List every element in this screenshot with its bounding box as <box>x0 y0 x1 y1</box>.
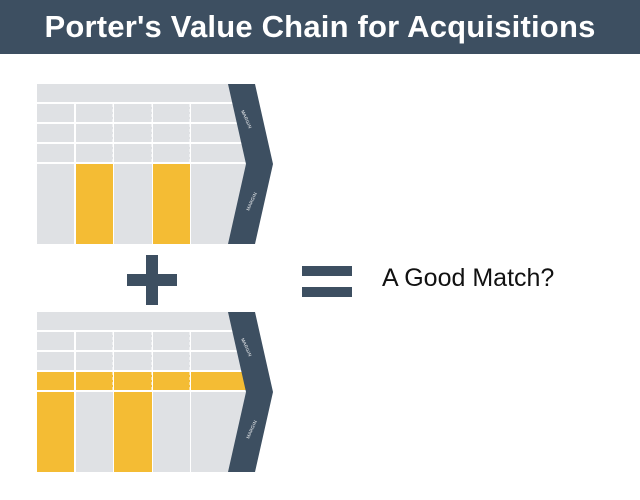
support-row-3-cell-4 <box>153 144 190 162</box>
support-row-1-cell-5 <box>191 332 247 350</box>
primary-activity-3 <box>114 392 152 472</box>
support-row-2-cell-3 <box>114 124 152 142</box>
value-chain-company-a: MARGIN MARGIN <box>0 84 640 244</box>
support-row-3-cell-5 <box>191 144 247 162</box>
primary-activities-b <box>37 392 247 472</box>
title-bar: Porter's Value Chain for Acquisitions <box>0 0 640 54</box>
support-row-1-cell-4 <box>153 104 190 122</box>
support-row-3-cell-3 <box>114 144 152 162</box>
support-row-2-cell-3 <box>114 352 152 370</box>
support-row-1-cell-2 <box>76 104 113 122</box>
support-row-2-cell-1 <box>37 352 74 370</box>
support-row-2-cell-2 <box>76 124 113 142</box>
primary-activity-1 <box>37 164 74 244</box>
equals-top-bar <box>302 266 352 276</box>
support-row-2-cell-4 <box>153 124 190 142</box>
value-chain-company-b: MARGIN MARGIN <box>0 312 640 472</box>
margin-arrow-b <box>228 312 273 472</box>
support-row-infrastructure <box>37 312 246 330</box>
primary-activity-4 <box>153 392 190 472</box>
primary-activities-a <box>37 164 247 244</box>
support-row-1-cell-3 <box>114 332 152 350</box>
margin-arrow-a <box>228 84 273 244</box>
result-question: A Good Match? <box>382 264 555 292</box>
value-chain-a-diagram: MARGIN MARGIN <box>37 84 273 244</box>
page-title: Porter's Value Chain for Acquisitions <box>44 9 596 44</box>
support-row-2-cell-1 <box>37 124 74 142</box>
support-row-3-cell-1 <box>37 372 74 390</box>
support-row-infrastructure <box>37 84 246 102</box>
support-activities-b <box>37 312 247 390</box>
plus-vertical-bar <box>146 255 158 305</box>
support-row-1-cell-5 <box>191 104 247 122</box>
support-row-3-cell-2 <box>76 144 113 162</box>
equals-bottom-bar <box>302 287 352 297</box>
support-row-3-cell-2 <box>76 372 113 390</box>
support-row-3-cell-3 <box>114 372 152 390</box>
support-row-2-cell-4 <box>153 352 190 370</box>
primary-activity-3 <box>114 164 152 244</box>
primary-activity-4 <box>153 164 190 244</box>
plus-icon <box>127 255 177 305</box>
support-row-2-cell-5 <box>191 352 247 370</box>
equals-icon <box>302 266 352 297</box>
support-row-1-cell-1 <box>37 104 74 122</box>
support-row-3-cell-5 <box>191 372 247 390</box>
value-chain-b-diagram: MARGIN MARGIN <box>37 312 273 472</box>
support-activities-a <box>37 84 247 162</box>
support-row-1-cell-1 <box>37 332 74 350</box>
support-row-3-cell-4 <box>153 372 190 390</box>
support-row-1-cell-2 <box>76 332 113 350</box>
support-row-2-cell-5 <box>191 124 247 142</box>
support-row-1-cell-3 <box>114 104 152 122</box>
support-row-2-cell-2 <box>76 352 113 370</box>
primary-activity-2 <box>76 392 113 472</box>
primary-activity-1 <box>37 392 74 472</box>
support-row-3-cell-1 <box>37 144 74 162</box>
primary-activity-2 <box>76 164 113 244</box>
support-row-1-cell-4 <box>153 332 190 350</box>
